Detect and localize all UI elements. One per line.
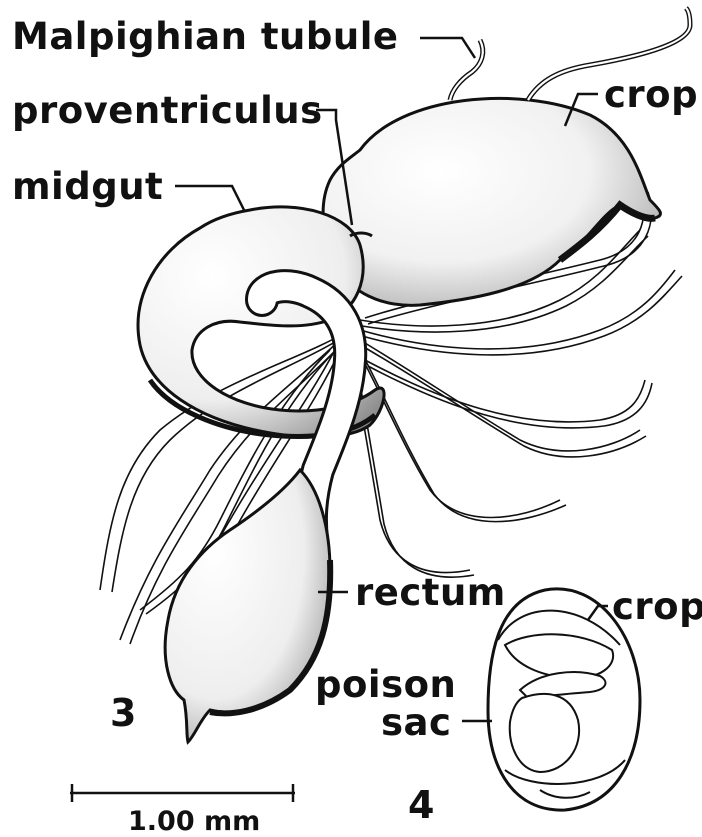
tubule-top-left [450,40,483,100]
label-crop-main: crop [604,76,698,113]
leader-malpighian [420,38,475,58]
rectum-organ [165,470,330,742]
label-midgut: midgut [12,168,163,205]
label-malpighian-tubule: Malpighian tubule [12,18,398,55]
label-poison: poison [315,666,456,703]
label-sac: sac [381,704,451,741]
scale-bar-label: 1.00 mm [128,808,260,835]
leader-midgut [175,186,245,212]
label-rectum: rectum [355,574,506,611]
figure-number-3: 3 [110,694,136,732]
scale-bar [70,784,295,802]
figure-number-4: 4 [408,786,434,824]
label-proventriculus: proventriculus [12,92,323,129]
label-crop-small: crop [612,588,702,625]
